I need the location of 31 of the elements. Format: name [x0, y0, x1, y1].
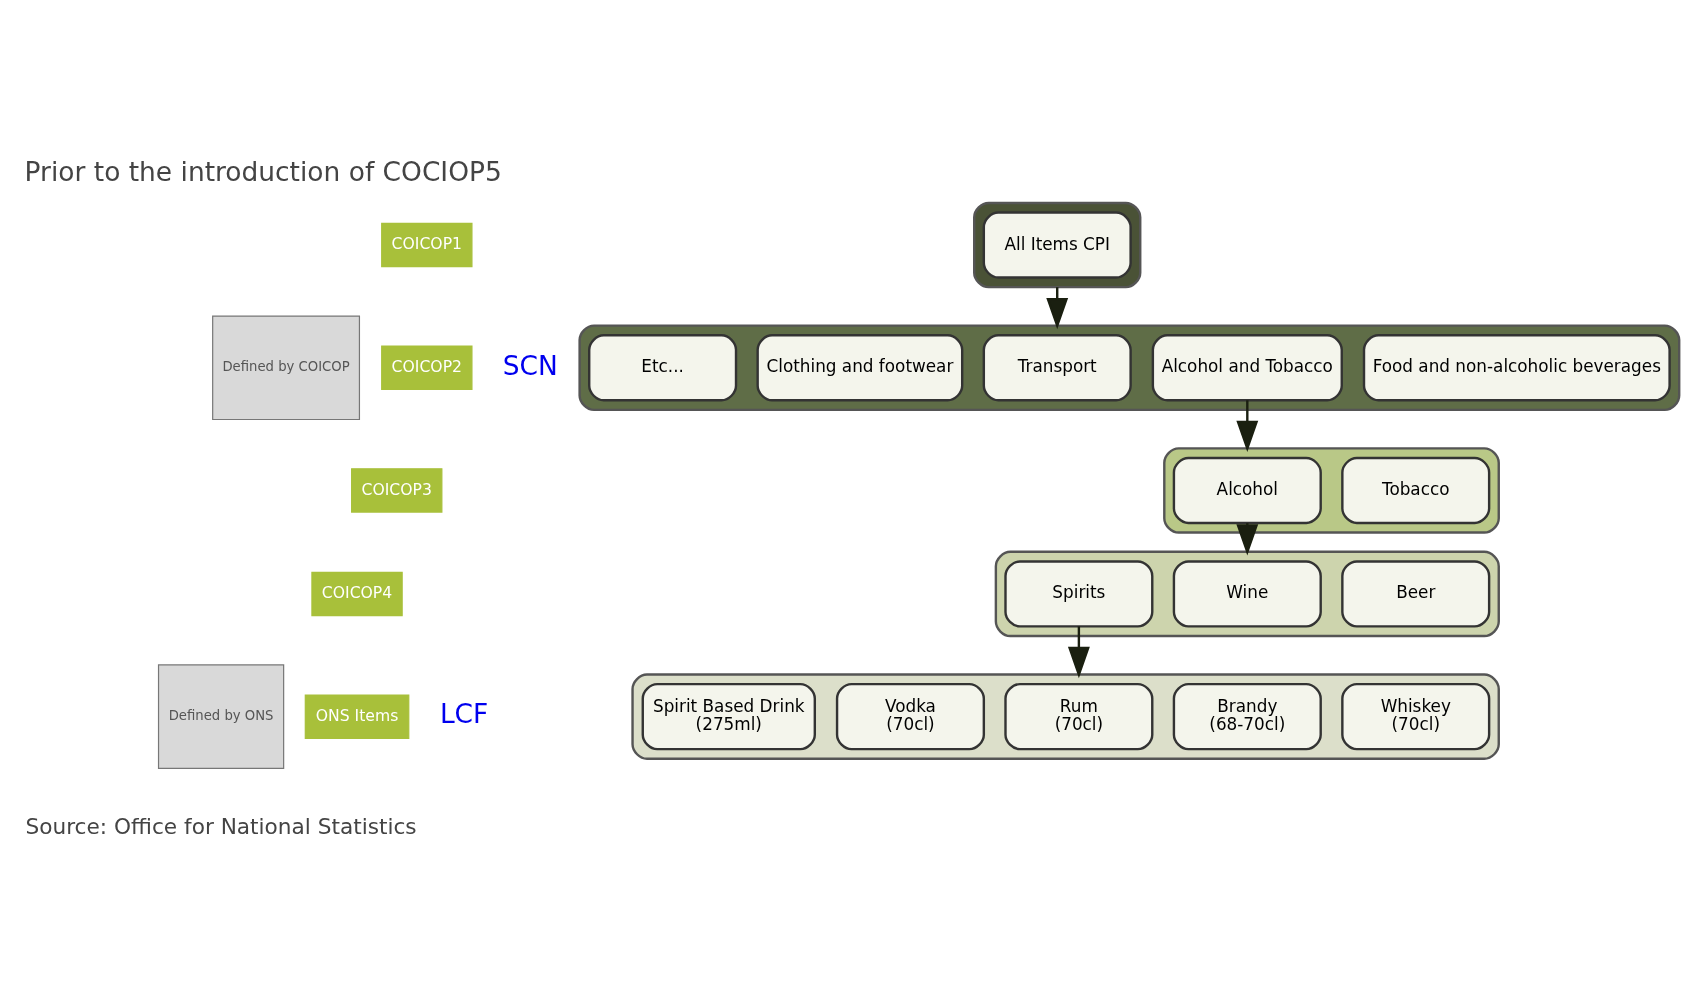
- node-box: Alcohol: [1172, 456, 1322, 525]
- node-box: Etc...: [587, 334, 737, 402]
- node-box: ONS Items: [304, 694, 409, 739]
- node-box: Defined by ONS: [157, 664, 284, 769]
- diagram-title: Prior to the introduction of COCIOP5: [24, 155, 502, 187]
- cluster: [994, 550, 1500, 638]
- label: LCF: [439, 698, 488, 730]
- node-box: Transport: [982, 334, 1132, 402]
- node-box: Spirits: [1003, 560, 1153, 628]
- node-box: Food and non-alcoholic beverages: [1362, 334, 1671, 402]
- node-box: Beer: [1340, 560, 1490, 628]
- node-box: COICOP4: [310, 571, 403, 617]
- node-box: All Items CPI: [982, 211, 1132, 279]
- node-box: Defined by COICOP: [211, 315, 360, 421]
- label: SCN: [502, 349, 558, 381]
- node-box: COICOP1: [380, 222, 473, 268]
- cluster: [972, 201, 1141, 289]
- node-box: COICOP2: [380, 345, 473, 390]
- cluster: [577, 324, 1680, 412]
- node-box: Tobacco: [1340, 456, 1490, 525]
- node-box: Rum (70cl): [1003, 682, 1153, 751]
- node-box: Brandy (68-70cl): [1172, 682, 1322, 751]
- node-box: Whiskey (70cl): [1340, 682, 1490, 751]
- cluster: [630, 673, 1500, 760]
- node-box: Spirit Based Drink (275ml): [641, 682, 816, 751]
- node-box: Alcohol and Tobacco: [1151, 334, 1343, 402]
- caption: Source: Office for National Statistics: [25, 813, 417, 839]
- node-box: COICOP3: [350, 468, 442, 513]
- node-box: Wine: [1172, 560, 1322, 628]
- node-box: Vodka (70cl): [835, 682, 985, 751]
- node-box: Clothing and footwear: [755, 334, 963, 402]
